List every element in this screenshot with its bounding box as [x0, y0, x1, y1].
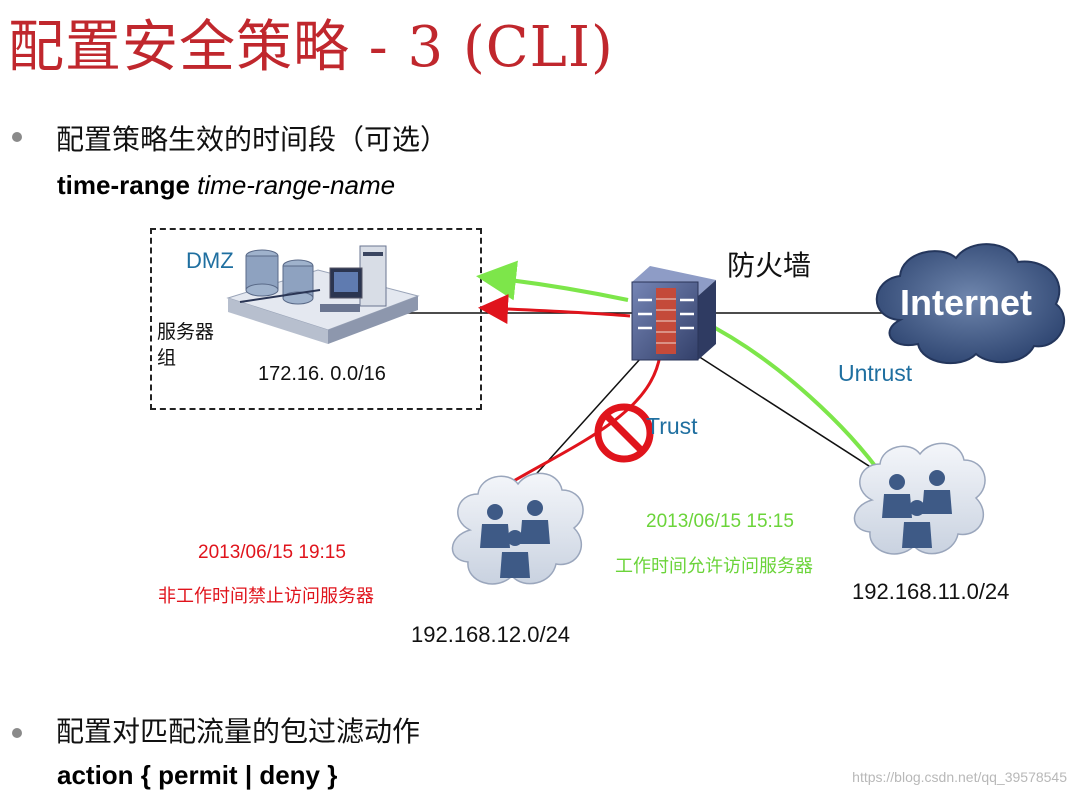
command-keyword: time-range	[57, 170, 190, 200]
watermark: https://blog.csdn.net/qq_39578545	[852, 769, 1067, 785]
bullet-text-1: 配置策略生效的时间段（可选）	[56, 123, 449, 156]
trust-subnet-label: 192.168.12.0/24	[411, 622, 571, 647]
permit-path-lower	[699, 318, 886, 480]
bullet-text-2: 配置对匹配流量的包过滤动作	[56, 715, 421, 748]
permit-path-upper	[476, 260, 629, 302]
command-action: action { permit | deny }	[57, 760, 338, 790]
untrust-users-icon	[853, 442, 986, 555]
command-param: time-range-name	[197, 170, 396, 200]
trust-users-icon	[451, 472, 584, 585]
link-firewall-untrust	[697, 355, 901, 487]
server-group-label: 服务器 组	[157, 321, 215, 369]
link-firewall-trust	[519, 347, 651, 493]
command-time-range: time-range time-range-name	[57, 170, 395, 201]
internet-label: Internet	[900, 282, 1033, 323]
prohibited-icon	[594, 403, 654, 463]
firewall-label: 防火墙	[727, 249, 812, 282]
title-suffix: - 3 (CLI)	[350, 15, 614, 80]
deny-path-upper	[478, 294, 631, 325]
page-title: 配置安全策略 - 3 (CLI)	[8, 2, 614, 83]
untrust-zone-label: Untrust	[838, 360, 913, 386]
permit-note-label: 工作时间允许访问服务器	[615, 556, 813, 577]
dmz-label: DMZ	[186, 248, 234, 273]
bullet-dot	[12, 132, 22, 142]
permit-time-label: 2013/06/15 15:15	[646, 511, 794, 532]
deny-note-label: 非工作时间禁止访问服务器	[158, 586, 374, 607]
deny-time-label: 2013/06/15 19:15	[198, 542, 346, 563]
internet-cloud-icon	[875, 243, 1066, 365]
title-main: 配置安全策略	[8, 15, 350, 80]
bullet-dot	[12, 728, 22, 738]
trust-zone-label: Trust	[646, 413, 698, 439]
server-group-icon	[226, 245, 420, 344]
untrust-subnet-label: 192.168.11.0/24	[852, 579, 1010, 604]
dmz-subnet-label: 172.16. 0.0/16	[258, 363, 386, 385]
firewall-icon	[631, 266, 716, 361]
